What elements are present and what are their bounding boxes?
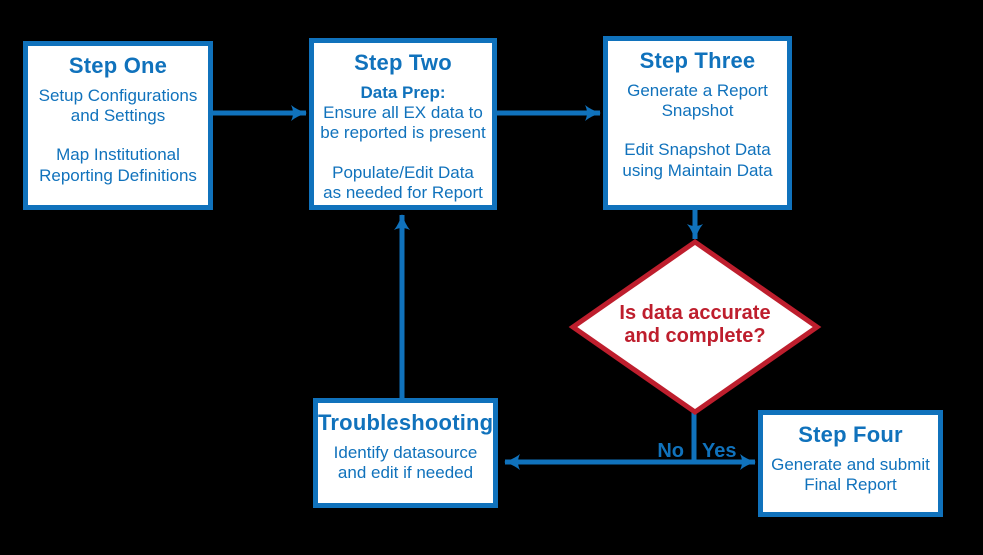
node-step-three: Step Three Generate a Report Snapshot Ed… <box>603 36 792 210</box>
step-three-text-2: Edit Snapshot Data using Maintain Data <box>622 140 773 180</box>
branch-label-yes: Yes <box>702 440 737 462</box>
troubleshooting-title: Troubleshooting <box>318 410 494 435</box>
step-three-text-1: Generate a Report Snapshot <box>627 81 768 121</box>
step-three-title: Step Three <box>639 48 756 73</box>
step-two-title: Step Two <box>354 50 452 75</box>
step-two-text-2: Populate/Edit Data as needed for Report <box>323 162 483 202</box>
decision-question: Is data accurate and complete? <box>619 302 771 347</box>
step-four-title: Step Four <box>798 422 903 447</box>
step-two-text-1: Ensure all EX data to be reported is pre… <box>320 103 486 143</box>
troubleshooting-text-1: Identify datasource and edit if needed <box>333 443 478 483</box>
decision-diamond <box>568 238 822 416</box>
node-step-four: Step Four Generate and submit Final Repo… <box>758 410 943 517</box>
step-one-text-2: Map Institutional Reporting Definitions <box>39 145 197 185</box>
node-step-two: Step Two Data Prep: Ensure all EX data t… <box>309 38 497 210</box>
step-two-text-lead: Data Prep: <box>360 83 446 103</box>
branch-label-no: No <box>657 440 684 462</box>
node-troubleshooting: Troubleshooting Identify datasource and … <box>313 398 498 508</box>
step-four-text-1: Generate and submit Final Report <box>771 455 930 495</box>
node-step-one: Step One Setup Configurations and Settin… <box>23 41 213 210</box>
step-one-text-1: Setup Configurations and Settings <box>38 86 198 126</box>
step-one-title: Step One <box>68 53 168 78</box>
